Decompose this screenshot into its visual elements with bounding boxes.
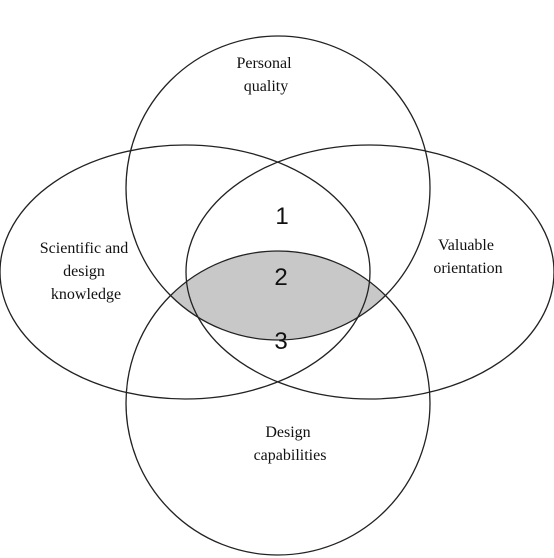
design-capabilities-circle — [125, 250, 431, 556]
region-3-number: 3 — [274, 328, 287, 355]
region-1-number: 1 — [275, 203, 288, 230]
valuable-orientation-label: Valuable orientation — [433, 237, 502, 277]
scientific-design-knowledge-label: Scientific and design knowledge — [40, 240, 132, 303]
personal-quality-label: Personal quality — [236, 55, 295, 95]
scientific-design-knowledge-ellipse — [0, 144, 371, 400]
design-capabilities-label: Design capabilities — [254, 424, 327, 464]
valuable-orientation-ellipse — [185, 144, 554, 400]
personal-quality-circle — [125, 35, 431, 341]
region-2-number: 2 — [274, 264, 287, 291]
